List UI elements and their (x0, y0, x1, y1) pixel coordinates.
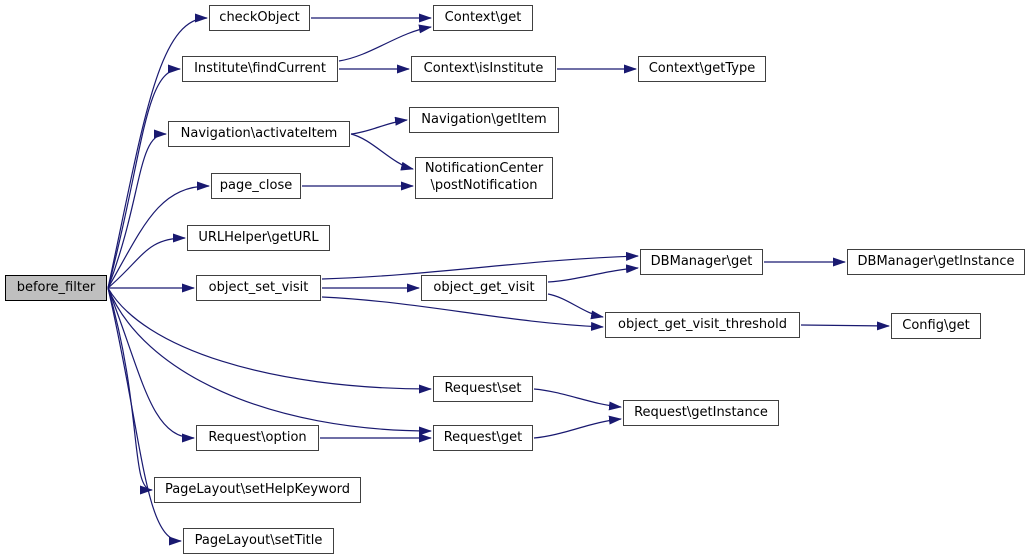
graph-node-context_isInstitute[interactable]: Context\isInstitute (411, 56, 556, 82)
graph-node-request_option[interactable]: Request\option (196, 425, 319, 451)
graph-node-pagelayout_setTitle[interactable]: PageLayout\setTitle (183, 528, 334, 554)
edge-navigation_activateItem-to-navigation_getItem (350, 116, 408, 135)
graph-node-context_get[interactable]: Context\get (433, 5, 533, 31)
edge-before_filter-to-request_get (107, 287, 432, 436)
graph-node-request_getInstance[interactable]: Request\getInstance (623, 400, 779, 426)
graph-node-notification_postNotification[interactable]: NotificationCenter \postNotification (415, 157, 553, 199)
edge-navigation_activateItem-to-notification_postNotification (350, 133, 414, 171)
graph-node-object_set_visit[interactable]: object_set_visit (196, 275, 321, 301)
edge-before_filter-to-checkObject (107, 13, 208, 289)
edge-before_filter-to-page_close (107, 181, 210, 289)
graph-node-checkObject[interactable]: checkObject (209, 5, 310, 31)
graph-node-pagelayout_setHelpKeyword[interactable]: PageLayout\setHelpKeyword (154, 477, 361, 503)
edge-before_filter-to-request_option (107, 287, 195, 443)
edge-before_filter-to-pagelayout_setHelpKeyword (107, 287, 153, 495)
edge-before_filter-to-request_set (107, 287, 432, 394)
edge-request_get-to-request_getInstance (533, 415, 622, 439)
edge-before_filter-to-urlhelper_getURL (107, 233, 186, 289)
edge-before_filter-to-institute_findCurrent (107, 64, 181, 289)
graph-node-dbmanager_getInstance[interactable]: DBManager\getInstance (847, 249, 1025, 275)
graph-node-object_get_visit_threshold[interactable]: object_get_visit_threshold (605, 312, 800, 338)
edge-object_get_visit-to-dbmanager_get (547, 264, 639, 283)
graph-node-context_getType[interactable]: Context\getType (638, 56, 766, 82)
edge-object_set_visit-to-dbmanager_get (321, 251, 639, 280)
graph-node-page_close[interactable]: page_close (211, 173, 301, 199)
graph-node-navigation_getItem[interactable]: Navigation\getItem (409, 107, 559, 133)
graph-node-dbmanager_get[interactable]: DBManager\get (640, 249, 763, 275)
graph-node-institute_findCurrent[interactable]: Institute\findCurrent (182, 56, 338, 82)
edge-object_get_visit-to-object_get_visit_threshold (547, 293, 604, 320)
graph-node-request_set[interactable]: Request\set (433, 376, 533, 402)
graph-node-navigation_activateItem[interactable]: Navigation\activateItem (168, 121, 350, 147)
graph-node-before_filter: before_filter (5, 275, 107, 301)
graph-node-urlhelper_getURL[interactable]: URLHelper\getURL (187, 225, 330, 251)
graph-node-request_get[interactable]: Request\get (433, 425, 533, 451)
edge-before_filter-to-pagelayout_setTitle (107, 287, 182, 546)
edge-institute_findCurrent-to-context_get (338, 24, 432, 62)
edge-object_set_visit-to-object_get_visit_threshold (321, 296, 604, 331)
edge-request_set-to-request_getInstance (533, 388, 622, 411)
edge-object_get_visit_threshold-to-config_get (800, 321, 890, 331)
edge-before_filter-to-navigation_activateItem (107, 129, 167, 289)
graph-node-object_get_visit[interactable]: object_get_visit (421, 275, 547, 301)
edge-group (107, 13, 890, 546)
graph-node-config_get[interactable]: Config\get (891, 313, 981, 339)
